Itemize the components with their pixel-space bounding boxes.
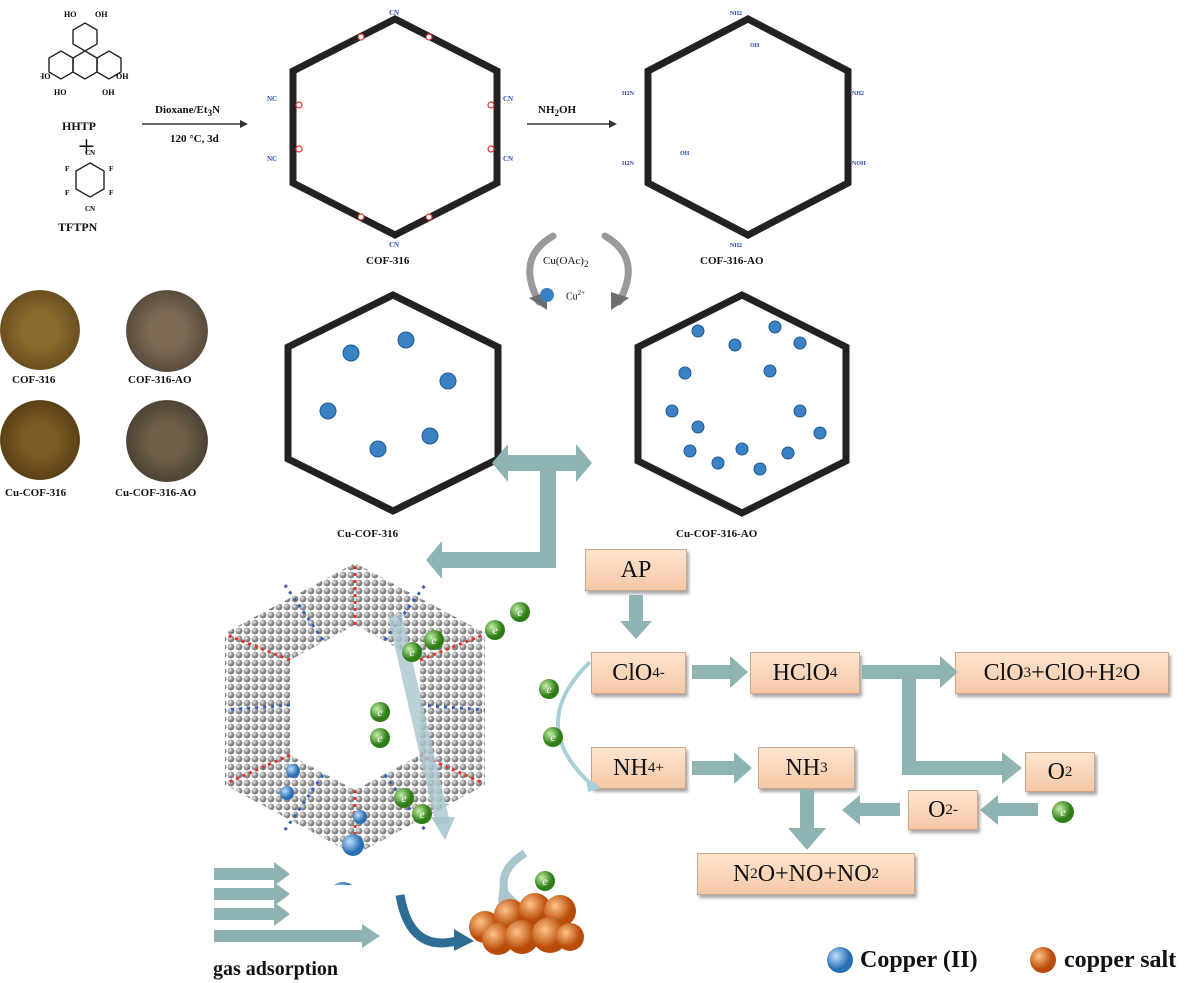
svg-text:OH: OH — [102, 88, 115, 97]
mechanism-electrons: e e — [539, 679, 563, 747]
svg-text:OH: OH — [680, 151, 690, 157]
svg-text:H2N: H2N — [622, 91, 635, 97]
photo-cucof316ao-label: Cu-COF-316-AO — [115, 487, 197, 499]
step3-ion: Cu2+ — [566, 289, 586, 303]
hhtp-label: HHTP — [62, 119, 97, 133]
svg-text:CN: CN — [503, 155, 513, 163]
svg-text:F: F — [65, 189, 69, 197]
svg-text:e: e — [377, 705, 383, 719]
svg-text:NH2: NH2 — [852, 91, 864, 97]
hhtp-structure: HO OH HO OH HO OH — [40, 10, 129, 97]
o2-electron: e — [1052, 801, 1074, 823]
photo-cucof316 — [0, 400, 80, 480]
cucof316-framework — [284, 291, 502, 515]
cof316-framework: CN CN NC CN NC CN — [267, 9, 513, 249]
cof316ao-label: COF-316-AO — [700, 255, 764, 267]
svg-text:e: e — [377, 731, 383, 745]
svg-text:HO: HO — [64, 10, 76, 19]
step3-arrows — [526, 232, 632, 310]
svg-text:HO: HO — [40, 72, 50, 81]
plus-sign: + — [78, 130, 95, 163]
svg-text:F: F — [109, 189, 113, 197]
svg-text:OH: OH — [750, 43, 760, 49]
svg-text:e: e — [492, 623, 498, 637]
cucof316ao-label: Cu-COF-316-AO — [676, 528, 758, 540]
svg-text:e: e — [1060, 805, 1066, 819]
svg-text:e: e — [546, 682, 552, 696]
step1-conditions: 120 °C, 3d — [170, 133, 219, 145]
svg-text:F: F — [65, 165, 69, 173]
svg-text:NH2: NH2 — [730, 243, 742, 249]
step1-reagent: Dioxane/Et3N — [155, 104, 221, 119]
svg-text:F: F — [109, 165, 113, 173]
svg-text:e: e — [431, 633, 437, 647]
framework-3d-model — [224, 563, 486, 885]
svg-text:OH: OH — [95, 10, 108, 19]
ap-box: AP — [585, 549, 687, 591]
svg-text:CN: CN — [85, 205, 95, 213]
photo-cof316 — [0, 290, 80, 370]
tftpn-structure: CN CN F F F F — [65, 149, 113, 213]
cu-ion-icon — [540, 288, 554, 302]
photo-cof316ao-label: COF-316-AO — [128, 374, 192, 386]
svg-text:e: e — [542, 874, 548, 888]
svg-text:e: e — [550, 730, 556, 744]
svg-text:NC: NC — [267, 95, 277, 103]
tftpn-label: TFTPN — [58, 220, 98, 234]
svg-text:e: e — [409, 645, 415, 659]
svg-text:NC: NC — [267, 155, 277, 163]
legend-copper-salt-label: copper salt — [1064, 947, 1177, 973]
svg-text:CN: CN — [503, 95, 513, 103]
legend-copper2-label: Copper (II) — [860, 947, 978, 973]
step2-arrow — [527, 120, 617, 128]
framework-electrons: e e e e e e e e — [370, 602, 530, 824]
photo-cucof316-label: Cu-COF-316 — [5, 487, 67, 499]
cucof316-label: Cu-COF-316 — [337, 528, 399, 540]
photo-cucof316ao — [126, 400, 208, 482]
svg-text:CN: CN — [389, 9, 399, 17]
step3-reagent: Cu(OAc)2 — [543, 255, 589, 270]
connector-arrows — [426, 444, 592, 579]
gas-adsorption-arrows — [214, 862, 380, 948]
svg-text:e: e — [517, 605, 523, 619]
svg-text:HO: HO — [54, 88, 66, 97]
svg-text:CN: CN — [85, 149, 95, 157]
svg-text:NH2: NH2 — [730, 11, 742, 17]
step1-arrow — [142, 120, 248, 128]
cucof316ao-framework — [634, 291, 850, 517]
step2-reagent: NH2OH — [538, 104, 577, 119]
ap-down-arrow — [620, 595, 652, 639]
svg-text:CN: CN — [389, 241, 399, 249]
legend-copper2-icon — [827, 947, 853, 973]
photo-cof316ao — [126, 290, 208, 372]
photo-cof316-label: COF-316 — [12, 374, 56, 386]
svg-text:NOH: NOH — [852, 161, 866, 167]
svg-text:e: e — [419, 807, 425, 821]
svg-text:H2N: H2N — [622, 161, 635, 167]
svg-text:e: e — [401, 791, 407, 805]
svg-text:OH: OH — [116, 72, 129, 81]
cof316-label: COF-316 — [366, 255, 410, 267]
mechanism-arrows — [556, 656, 1038, 850]
gas-adsorption-label: gas adsorption — [213, 958, 339, 980]
legend-copper-salt-icon — [1030, 947, 1056, 973]
copper-salt-cluster: e — [395, 849, 584, 955]
